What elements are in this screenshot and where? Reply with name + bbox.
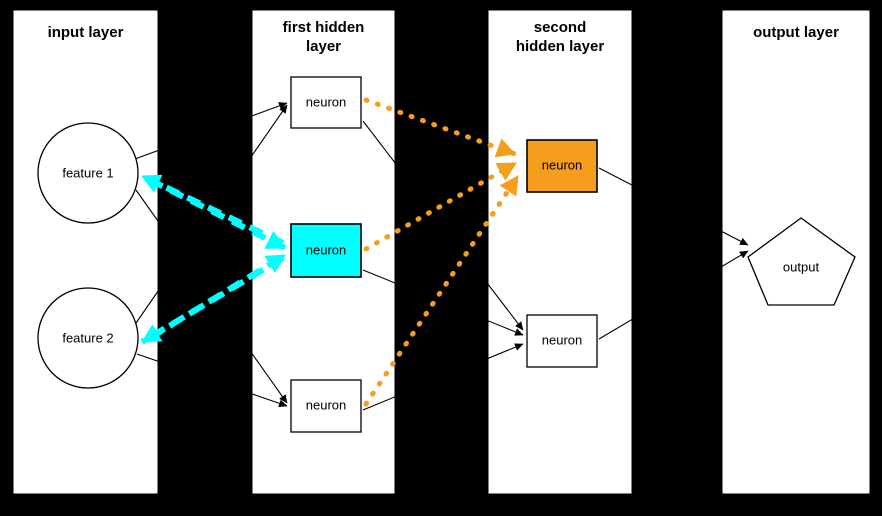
edges-hidden1-to-hidden2-plain (362, 120, 524, 411)
edge-h1n3-to-h2n1-orange (363, 173, 521, 407)
panel-second-hidden-layer-title-line1: second (534, 19, 587, 36)
hidden1-neuron-2-label: neuron (306, 242, 346, 257)
panel-first-hidden-layer-title-line1: first hidden (283, 19, 365, 36)
feature2-label: feature 2 (62, 330, 113, 345)
edge-h1n2-to-h2n2 (362, 269, 524, 336)
hidden2-neuron-1-box[interactable] (526, 139, 598, 193)
edge-feature1-to-h1n3 (135, 189, 288, 404)
hidden2-neuron-2-box[interactable] (526, 314, 598, 368)
edge-h2n1-to-output (598, 167, 749, 246)
feature1-circle[interactable] (37, 122, 139, 224)
feature2-circle[interactable] (37, 287, 139, 389)
hidden1-neuron-3-label: neuron (306, 397, 346, 412)
hidden1-neuron-2-box[interactable] (290, 223, 362, 278)
edge-feature1-to-h1n1 (134, 102, 288, 160)
hidden2-neuron-1-label: neuron (542, 157, 582, 172)
panel-first-hidden-layer-title-line2: layer (306, 38, 341, 55)
edges-input-to-hidden1-cyan (140, 173, 287, 345)
node-feature1[interactable]: feature 1 (37, 122, 139, 224)
node-feature2[interactable]: feature 2 (37, 287, 139, 389)
panel-second-hidden-layer-title-line2: hidden layer (516, 38, 605, 55)
edge-feature2-to-h1n2-cyan (148, 252, 287, 341)
edge-h2n2-to-output (598, 250, 749, 340)
hidden1-neuron-1-box[interactable] (290, 76, 362, 129)
edge-feature1-to-h1n2-cyan (148, 177, 287, 251)
edge-h1n1-to-h2n1-orange (363, 97, 518, 158)
node-hidden2-neuron-1-highlighted[interactable]: neuron (526, 139, 598, 193)
panel-input-layer-title: input layer (48, 24, 124, 41)
node-hidden1-neuron-3[interactable]: neuron (290, 379, 362, 433)
output-pentagon[interactable] (747, 217, 856, 306)
panel-input-layer-background (12, 9, 159, 495)
hidden1-neuron-3-box[interactable] (290, 379, 362, 433)
edge-h1n2-to-h2n1-orange (363, 160, 519, 252)
edge-h1n3-to-h2n2 (362, 343, 524, 411)
node-hidden1-neuron-1[interactable]: neuron (290, 76, 362, 129)
hidden1-neuron-1-label: neuron (306, 94, 346, 109)
edges-hidden2-to-output (598, 167, 749, 340)
hidden2-neuron-2-label: neuron (542, 332, 582, 347)
edges-hidden1-to-hidden2-orange (363, 97, 521, 407)
node-hidden2-neuron-2[interactable]: neuron (526, 314, 598, 368)
panel-input-layer: input layer (12, 9, 159, 495)
output-label: output (783, 259, 820, 274)
node-hidden1-neuron-2-highlighted[interactable]: neuron (290, 223, 362, 278)
panel-second-hidden-layer: second hidden layer (487, 9, 633, 495)
panel-output-layer-title: output layer (753, 24, 839, 41)
node-output[interactable]: output (747, 217, 856, 306)
edge-feature2-to-h1n3 (136, 353, 288, 408)
panel-second-hidden-layer-background (487, 9, 633, 495)
edge-h1n1-to-h2n2 (362, 120, 524, 331)
feature1-label: feature 1 (62, 165, 113, 180)
